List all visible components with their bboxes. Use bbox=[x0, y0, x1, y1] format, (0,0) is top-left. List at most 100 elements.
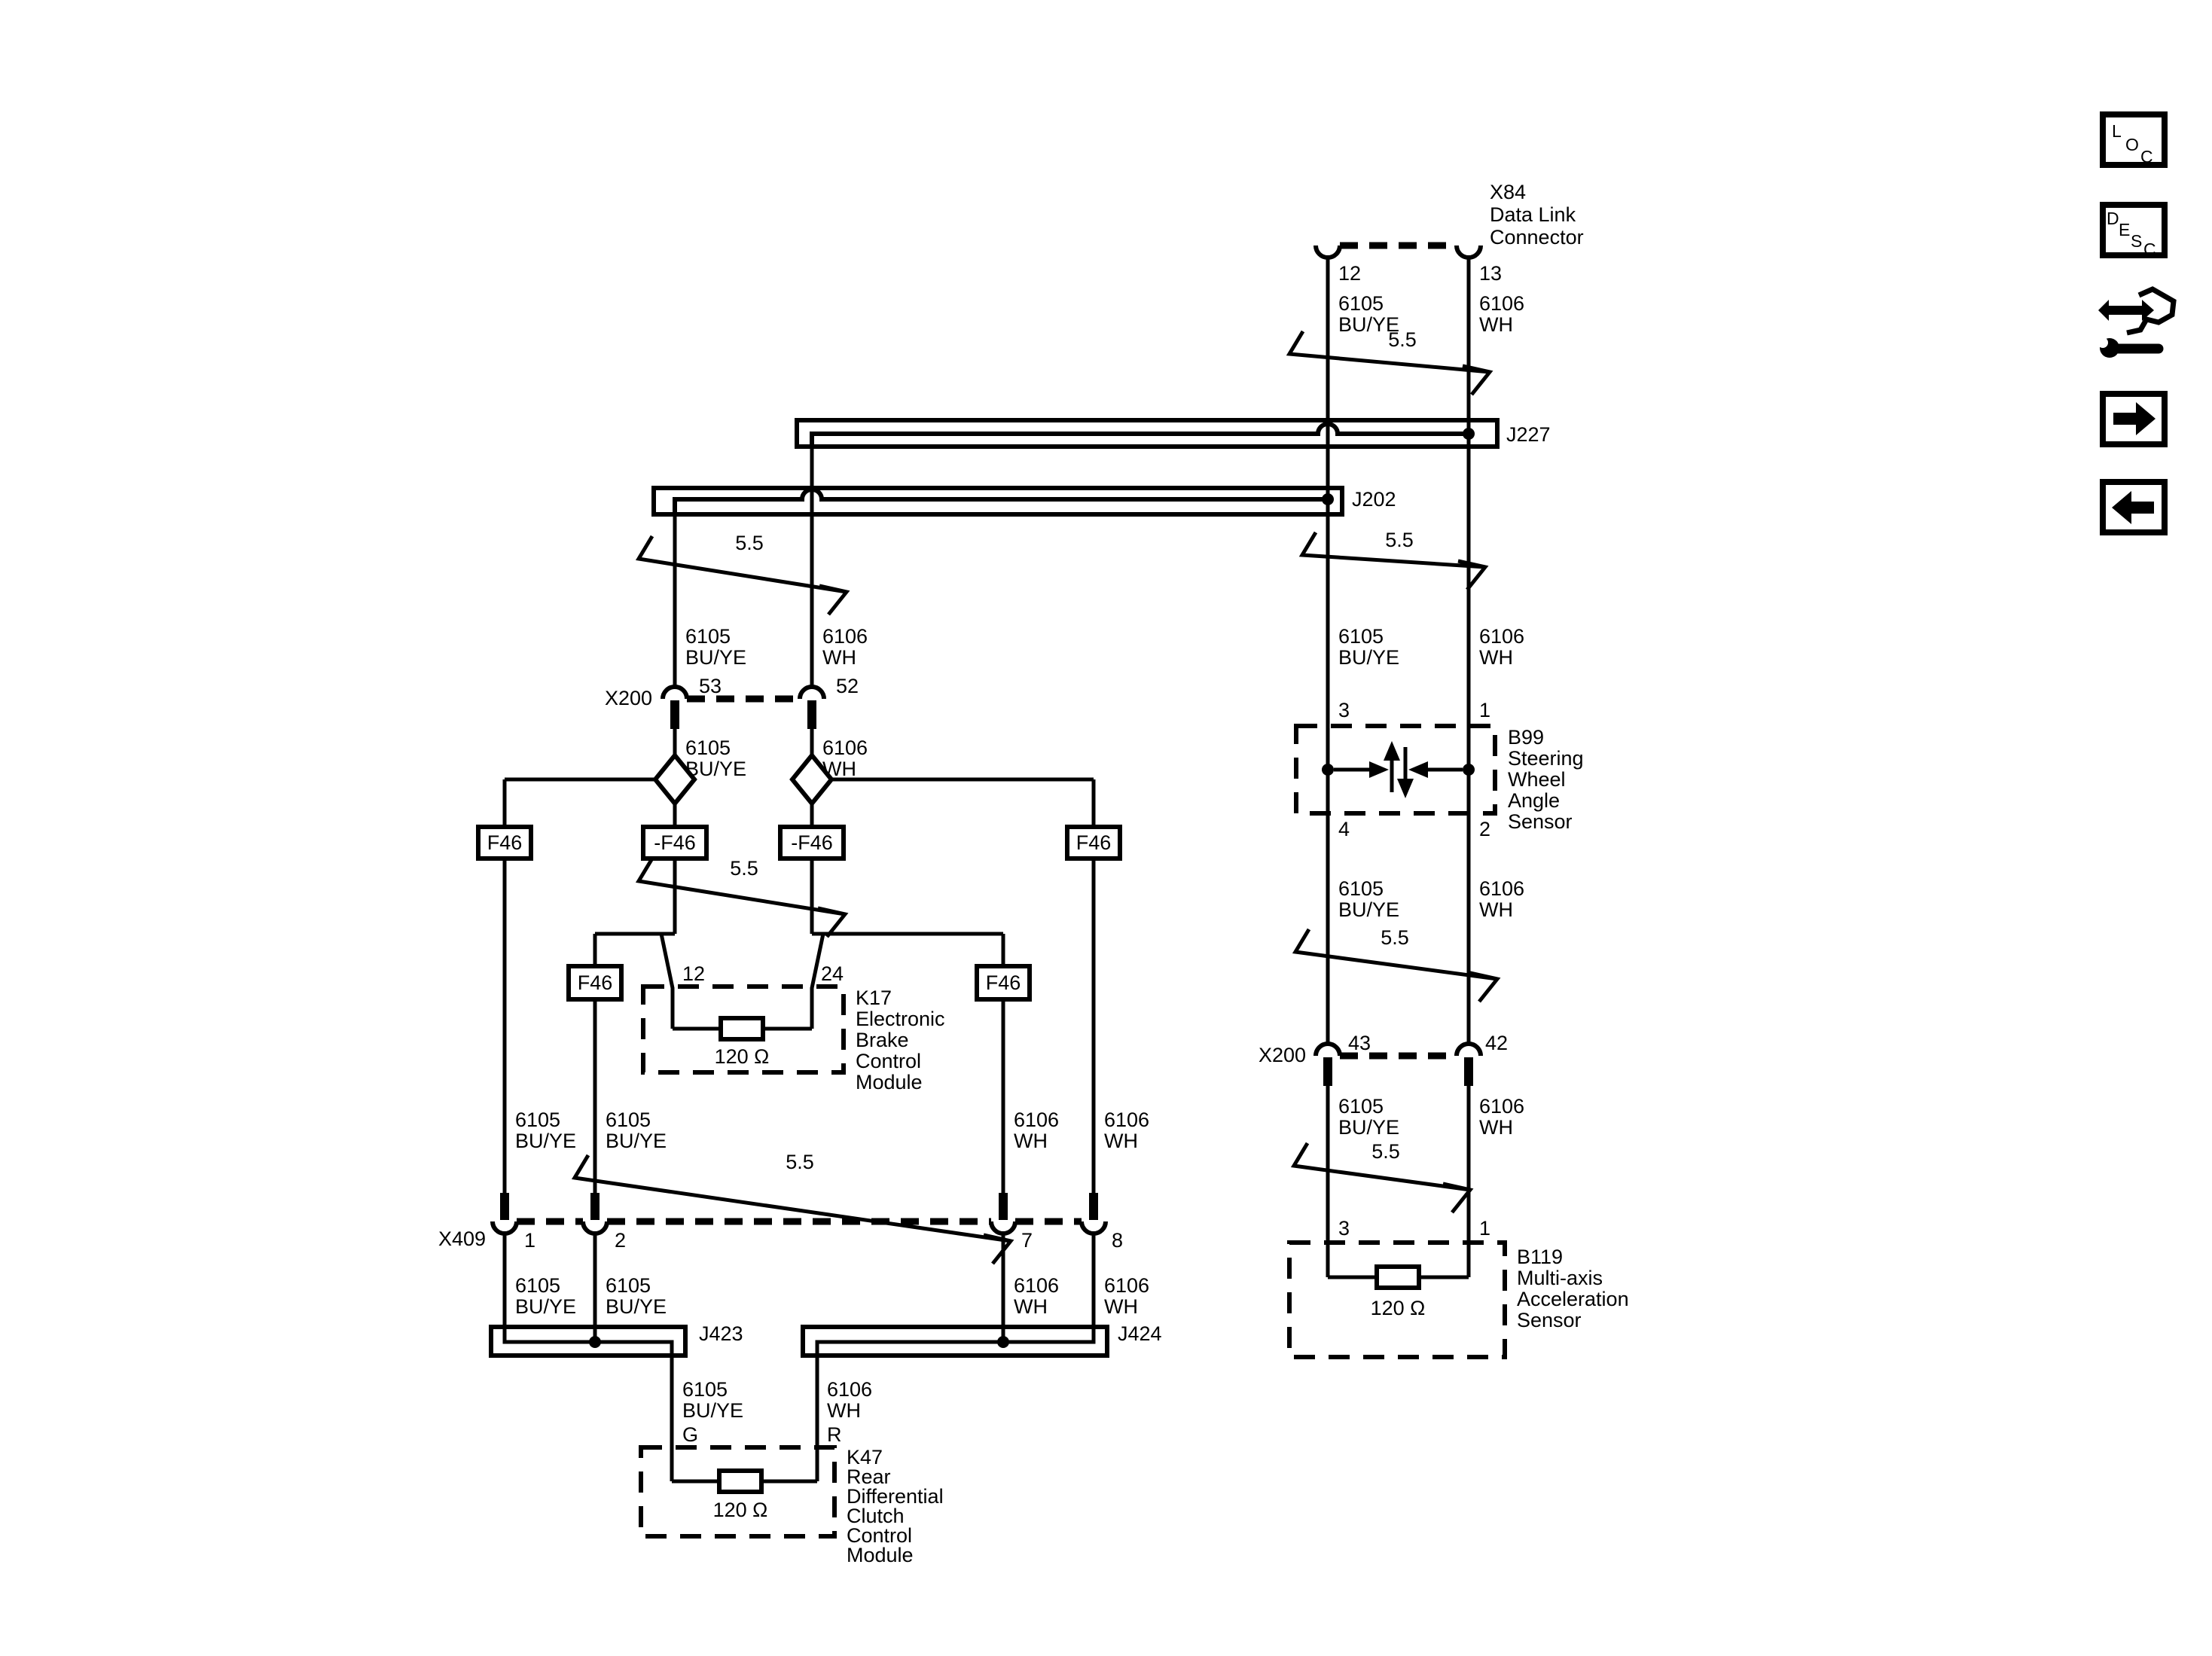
b99-pin-2: 2 bbox=[1479, 818, 1490, 840]
k17-desc-2: Brake bbox=[856, 1029, 909, 1051]
k17-module-box bbox=[641, 984, 846, 1075]
splice-label-j423: J423 bbox=[699, 1322, 743, 1345]
double-arrow-icon bbox=[2098, 300, 2154, 321]
k17-id: K17 bbox=[856, 987, 892, 1009]
fuse-box-f46-row2-left bbox=[566, 964, 624, 1002]
b99-pin-3: 3 bbox=[1338, 699, 1350, 721]
k47-pin-r: R bbox=[827, 1423, 842, 1446]
x409-pin-7: 7 bbox=[1021, 1229, 1033, 1252]
wire-code-6106: 6106 bbox=[1479, 877, 1524, 900]
x200l-pin-blade-42 bbox=[1464, 1057, 1473, 1086]
wire-color-wh: WH bbox=[827, 1399, 861, 1422]
splice-bar-j227-inner bbox=[810, 422, 1469, 447]
desc-button[interactable]: D E S C bbox=[2100, 202, 2168, 259]
x200l-id: X200 bbox=[1259, 1044, 1306, 1066]
loc-letter-l: L bbox=[2112, 121, 2122, 141]
gauge-marker-2 bbox=[635, 535, 850, 616]
b119-resistor-value: 120 Ω bbox=[1371, 1297, 1426, 1319]
wire-color-wh: WH bbox=[1014, 1295, 1048, 1318]
b99-arrow-right-icon bbox=[1369, 761, 1389, 778]
wire-code-6105: 6105 bbox=[685, 737, 731, 759]
wire-code-6106: 6106 bbox=[822, 737, 868, 759]
x409-pin-2: 2 bbox=[615, 1229, 626, 1252]
connector-x200-lower: X200 43 42 6105 BU/YE 6106 WH bbox=[1259, 1032, 1524, 1139]
b99-pin-4: 4 bbox=[1338, 818, 1350, 840]
j227-junction-dot bbox=[1463, 428, 1475, 440]
b99-arrow-left-icon bbox=[1408, 761, 1428, 778]
desc-button-box[interactable] bbox=[2100, 202, 2168, 258]
b99-id: B99 bbox=[1508, 726, 1544, 749]
fuse-label: F46 bbox=[487, 831, 523, 854]
wire-color-wh: WH bbox=[1104, 1130, 1138, 1152]
k47-resistor bbox=[717, 1468, 764, 1494]
wire-code-6105: 6105 bbox=[682, 1378, 728, 1401]
fuse-box-neg-f46-left bbox=[641, 825, 709, 861]
b99-pin-1: 1 bbox=[1479, 699, 1490, 721]
compare-wiring-icon[interactable] bbox=[2098, 286, 2177, 358]
wire-labels-mid: 6105 BU/YE 6106 WH 6105 BU/YE 6106 WH bbox=[685, 625, 1524, 669]
fuse-box-f46-outer-left bbox=[476, 825, 533, 861]
x200l-terminal-dome-43 bbox=[1313, 1041, 1342, 1057]
wire-color-wh: WH bbox=[1479, 898, 1513, 921]
k47-resistor-value: 120 Ω bbox=[713, 1499, 768, 1521]
left-arrow-icon bbox=[2112, 491, 2154, 524]
wire-code-6106: 6106 bbox=[1104, 1274, 1149, 1297]
k17-desc-4: Module bbox=[856, 1071, 923, 1093]
x200l-terminal-dome-42 bbox=[1454, 1041, 1483, 1057]
module-b99: 3 1 4 2 B99 Steering Wheel Angle Sensor bbox=[1294, 699, 1584, 840]
x200l-pin-blade-43 bbox=[1323, 1057, 1332, 1086]
next-page-button[interactable] bbox=[2100, 391, 2168, 447]
right-arrow-icon bbox=[2113, 402, 2156, 435]
x84-id: X84 bbox=[1490, 181, 1526, 203]
module-b119: 3 1 120 Ω B119 Multi-axis Acceleration S… bbox=[1287, 1217, 1629, 1359]
x200u-pin-blade-52 bbox=[807, 700, 816, 729]
fuse-box-neg-f46-right bbox=[778, 825, 846, 861]
b99-desc-1: Steering bbox=[1508, 747, 1584, 770]
x409-id: X409 bbox=[438, 1228, 486, 1250]
wire-code-6105: 6105 bbox=[1338, 1095, 1384, 1118]
wire-color-buye: BU/YE bbox=[685, 758, 746, 780]
j424-junction-dot bbox=[997, 1336, 1009, 1348]
loc-button[interactable]: L O C bbox=[2100, 111, 2168, 168]
wire-color-buye: BU/YE bbox=[1338, 646, 1399, 669]
prev-page-button[interactable] bbox=[2100, 479, 2168, 535]
b99-junction-dot-right bbox=[1463, 764, 1475, 776]
gauge-marker-6 bbox=[1292, 928, 1501, 1003]
wire-code-6106: 6106 bbox=[827, 1378, 872, 1401]
splice-bars: J227 J202 J423 J424 bbox=[489, 418, 1551, 1358]
x409-terminal-cup-8 bbox=[1079, 1221, 1108, 1236]
k47-desc-3: Clutch bbox=[847, 1505, 905, 1527]
k47-desc-2: Differential bbox=[847, 1485, 944, 1508]
outline-arrow-icon bbox=[2126, 286, 2177, 336]
loc-button-box[interactable] bbox=[2100, 111, 2168, 168]
loc-letter-c: C bbox=[2140, 147, 2153, 166]
x409-pin-blade-1 bbox=[500, 1193, 509, 1220]
k17-funnel-left bbox=[659, 933, 675, 1029]
b119-resistor bbox=[1374, 1264, 1421, 1290]
gauge-label-6: 5.5 bbox=[1381, 926, 1409, 949]
fuse-label: F46 bbox=[986, 971, 1021, 994]
x409-pin-blade-8 bbox=[1089, 1193, 1098, 1220]
wire-labels-k47: 6105 BU/YE 6106 WH bbox=[682, 1378, 872, 1422]
gauge-marker-3 bbox=[1298, 531, 1489, 591]
wire-color-wh: WH bbox=[1104, 1295, 1138, 1318]
desc-letter-c: C bbox=[2143, 239, 2156, 259]
x200u-pin-53: 53 bbox=[699, 675, 722, 697]
b99-down-arrow-icon bbox=[1397, 779, 1414, 798]
wire-code-6106: 6106 bbox=[1014, 1274, 1059, 1297]
b119-desc-3: Sensor bbox=[1517, 1309, 1582, 1331]
wire-color-buye: BU/YE bbox=[1338, 1116, 1399, 1139]
gauge-marker-7 bbox=[1290, 1142, 1474, 1214]
wire-color-wh: WH bbox=[1479, 646, 1513, 669]
b119-pin-1: 1 bbox=[1479, 1217, 1490, 1240]
x200l-pin-42: 42 bbox=[1485, 1032, 1508, 1054]
fuse-box-f46-row2-right bbox=[975, 964, 1032, 1002]
j424-inner-out bbox=[815, 1327, 1096, 1481]
wire-code-6106: 6106 bbox=[1479, 1095, 1524, 1118]
fuse-label: -F46 bbox=[791, 831, 833, 854]
b119-desc-1: Multi-axis bbox=[1517, 1267, 1603, 1289]
x409-pin-blade-7 bbox=[999, 1193, 1008, 1220]
k47-id: K47 bbox=[847, 1446, 883, 1468]
